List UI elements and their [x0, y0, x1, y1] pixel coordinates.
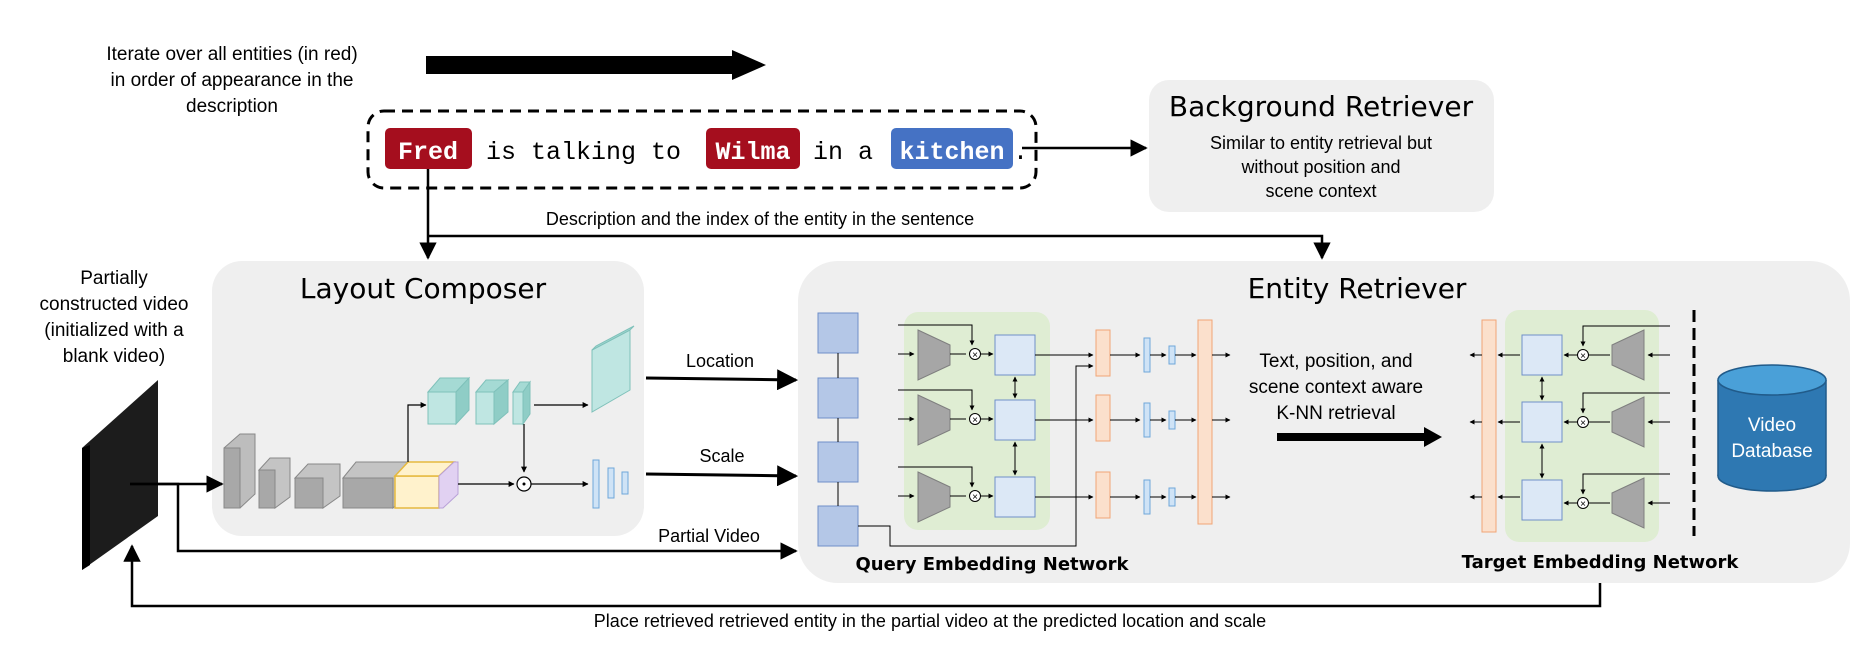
query-embedding-network: × × × — [817, 312, 1231, 575]
svg-text:blank video): blank video) — [63, 346, 165, 367]
svg-text:×: × — [1580, 351, 1586, 362]
query-network-label: Query Embedding Network — [856, 554, 1130, 575]
target-embedding-network: × × × Target Embedding Network — [1462, 310, 1740, 573]
iterate-note: Iterate over all entities (in red) in or… — [106, 44, 357, 117]
svg-text:Similar to entity retrieval bu: Similar to entity retrieval but — [1210, 133, 1432, 153]
video-database: Video Database — [1717, 364, 1827, 492]
background-retriever-title: Background Retriever — [1169, 90, 1474, 123]
scale-branch — [458, 459, 629, 509]
svg-text:(initialized with a: (initialized with a — [44, 320, 184, 341]
svg-text:scene context aware: scene context aware — [1249, 377, 1423, 398]
entity-retriever: Entity Retriever × × — [798, 261, 1850, 583]
svg-text:×: × — [1580, 418, 1586, 429]
svg-text:×: × — [972, 415, 978, 426]
svg-text:scene context: scene context — [1265, 181, 1376, 201]
location-branch — [407, 325, 635, 473]
svg-text:K-NN retrieval: K-NN retrieval — [1276, 403, 1395, 424]
entity-fred-label: Fred — [398, 138, 458, 167]
entity-wilma — [706, 128, 800, 169]
composer-outputs: Location Scale Partial Video — [130, 351, 799, 560]
background-retriever: Background Retriever Similar to entity r… — [1149, 80, 1494, 212]
svg-text:in order of appearance in the: in order of appearance in the — [111, 70, 354, 91]
location-arrow — [645, 369, 799, 391]
knn-retrieval: Text, position, and scene context aware … — [1249, 351, 1442, 447]
target-network-label: Target Embedding Network — [1462, 552, 1740, 573]
svg-text:without position and: without position and — [1240, 157, 1400, 177]
scale-label: Scale — [699, 446, 744, 466]
svg-text:×: × — [972, 492, 978, 503]
sentence-text-2: in a — [813, 138, 873, 167]
entity-fred — [385, 128, 472, 169]
sentence-box: Fred is talking to Wilma in a kitchen . — [366, 109, 1038, 190]
svg-text:Iterate over all entities (in: Iterate over all entities (in red) — [106, 44, 357, 65]
svg-text:×: × — [972, 350, 978, 361]
partial-video-frame — [82, 380, 158, 570]
partial-video-label: Partial Video — [658, 526, 760, 546]
feedback-loop: Place retrieved retrieved entity in the … — [123, 544, 1602, 631]
svg-text:.: . — [1013, 138, 1028, 167]
svg-text:description: description — [186, 96, 278, 117]
partial-video-note: Partially constructed video (initialized… — [40, 268, 189, 367]
location-label: Location — [686, 351, 754, 371]
scale-arrow — [645, 465, 799, 487]
entity-retriever-title: Entity Retriever — [1248, 272, 1467, 305]
entity-wilma-label: Wilma — [715, 138, 790, 167]
bottom-caption: Place retrieved retrieved entity in the … — [594, 611, 1266, 631]
svg-text:Video: Video — [1748, 415, 1796, 436]
svg-text:Text, position, and: Text, position, and — [1259, 351, 1412, 372]
encoder-blocks — [223, 433, 459, 510]
svg-text:Partially: Partially — [80, 268, 148, 289]
entity-kitchen-label: kitchen — [899, 138, 1004, 167]
svg-text:Database: Database — [1731, 441, 1812, 462]
sentence-text-1: is talking to — [486, 138, 681, 167]
svg-text:×: × — [1580, 499, 1586, 510]
entity-kitchen — [891, 128, 1013, 169]
iterate-arrow — [426, 50, 766, 80]
layout-composer: Layout Composer — [212, 261, 644, 536]
svg-text:constructed video: constructed video — [40, 294, 189, 315]
layout-composer-title: Layout Composer — [300, 272, 547, 305]
description-connector: Description and the index of the entity … — [419, 169, 1331, 260]
description-label: Description and the index of the entity … — [546, 209, 974, 229]
